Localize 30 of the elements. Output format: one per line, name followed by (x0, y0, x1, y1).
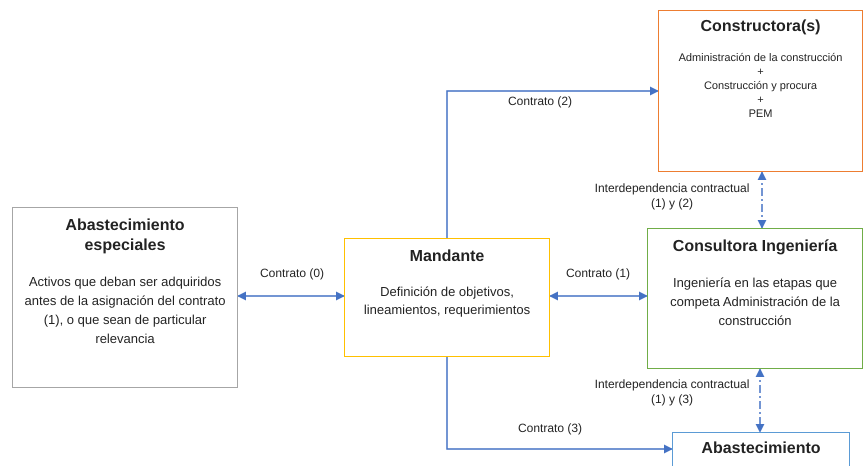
edge-label: Contrato (0) (260, 266, 324, 280)
box-body-text: Activos que deban ser adquiridos antes de la asignación del contrato (1), o que sean de particular relevancia (24, 273, 226, 348)
entity-box (672, 432, 850, 466)
connector-arrow (237, 292, 345, 300)
connector-arrow (756, 368, 764, 433)
connector-arrow (446, 357, 673, 454)
entity-box (12, 207, 238, 388)
box-body-text: Construcción y procura (704, 79, 818, 93)
connector-arrow (758, 171, 766, 229)
entity-box (344, 238, 550, 357)
box-body-text: Definición de objetivos, lineamientos, requerimientos (362, 283, 532, 319)
edge-label: Interdependencia contractual (1) y (3) (594, 377, 750, 407)
edge-label: Contrato (1) (566, 266, 630, 280)
box-body-text: Administración de la construcción (678, 51, 842, 65)
box-body-text: Ingeniería en las etapas que competa Administración de la construcción (669, 274, 841, 330)
box-body-text: + (757, 65, 764, 79)
box-body-text: + (757, 93, 764, 107)
entity-box (647, 228, 863, 369)
edge-label: Contrato (2) (508, 94, 572, 108)
edge-label: Contrato (3) (518, 420, 582, 436)
box-heading: Constructora(s) (700, 17, 820, 37)
box-heading: Abastecimiento especiales (64, 216, 186, 256)
edge-label: Interdependencia contractual (1) y (2) (594, 181, 750, 211)
box-heading: Abastecimiento (701, 439, 821, 459)
box-heading: Consultora Ingeniería (672, 237, 838, 257)
connector-arrow (549, 292, 648, 300)
box-body-text: PEM (748, 107, 772, 121)
connector-arrow (446, 86, 659, 238)
box-heading: Mandante (410, 247, 484, 267)
entity-box (658, 10, 863, 172)
